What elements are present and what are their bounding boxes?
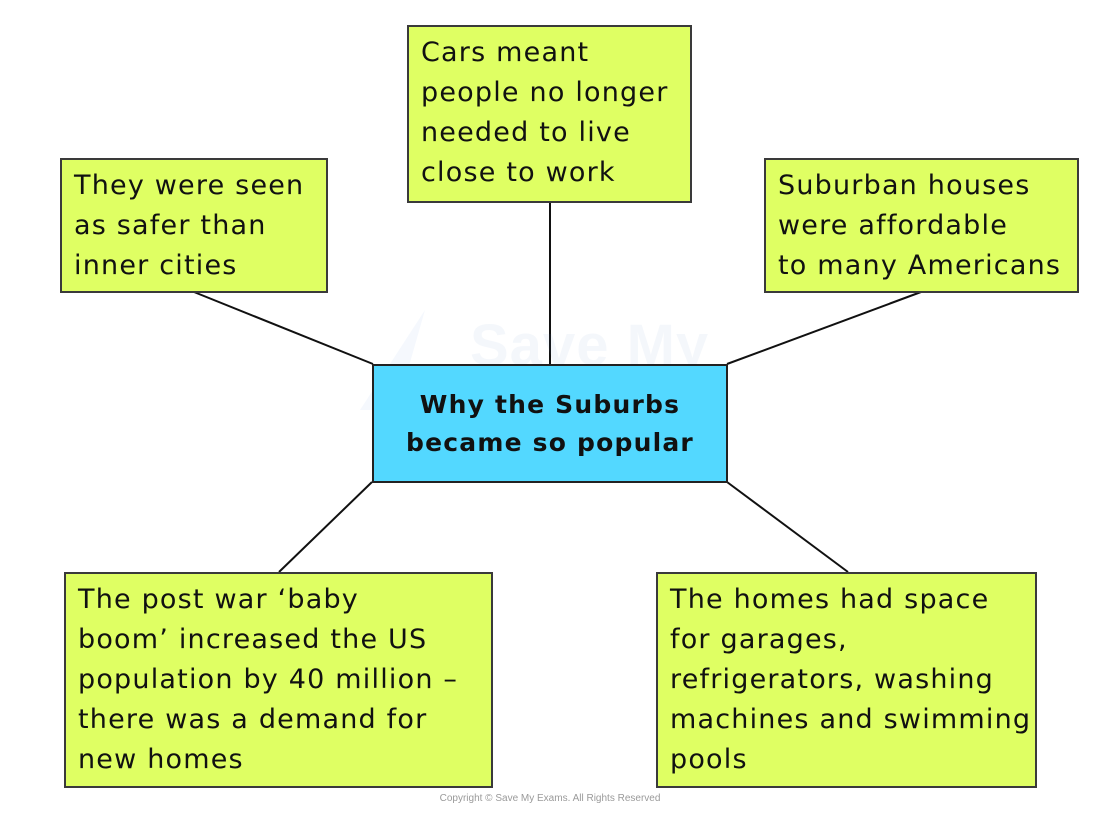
node-text-line: for garages, xyxy=(670,624,848,655)
copyright-notice: Copyright © Save My Exams. All Rights Re… xyxy=(439,793,661,804)
central-topic-line-1: Why the Suburbs xyxy=(419,389,681,419)
node-text-line: machines and swimming xyxy=(670,704,1032,735)
node-text-line: The homes had space xyxy=(670,584,990,615)
node-text-line: Suburban houses xyxy=(778,170,1031,201)
central-topic-line-2: became so popular xyxy=(406,427,694,457)
connector-bottom-left xyxy=(278,481,373,573)
central-topic: Why the Suburbs became so popular xyxy=(372,364,728,483)
node-text-line: population by 40 million – xyxy=(78,664,459,695)
connector-top-left xyxy=(193,291,374,365)
connector-top-right xyxy=(726,291,922,365)
node-bottom-right: The homes had space for garages, refrige… xyxy=(656,572,1037,788)
connector-bottom-right xyxy=(726,481,849,573)
node-text-line: refrigerators, washing xyxy=(670,664,995,695)
node-text-line: pools xyxy=(670,744,748,775)
node-text-line: needed to live xyxy=(421,117,631,148)
node-text-line: They were seen xyxy=(74,170,305,201)
node-top-center: Cars meant people no longer needed to li… xyxy=(407,25,692,203)
node-text-line: were affordable xyxy=(778,210,1009,241)
node-text-line: as safer than xyxy=(74,210,267,241)
node-bottom-left: The post war ‘baby boom’ increased the U… xyxy=(64,572,493,788)
node-top-right: Suburban houses were affordable to many … xyxy=(764,158,1079,293)
node-text-line: there was a demand for xyxy=(78,704,428,735)
node-text-line: inner cities xyxy=(74,250,238,281)
node-text-line: Cars meant xyxy=(421,37,590,68)
node-text-line: to many Americans xyxy=(778,250,1062,281)
node-text-line: close to work xyxy=(421,157,616,188)
node-text-line: people no longer xyxy=(421,77,669,108)
node-top-left: They were seen as safer than inner citie… xyxy=(60,158,328,293)
node-text-line: new homes xyxy=(78,744,244,775)
node-text-line: The post war ‘baby xyxy=(78,584,359,615)
node-text-line: boom’ increased the US xyxy=(78,624,428,655)
